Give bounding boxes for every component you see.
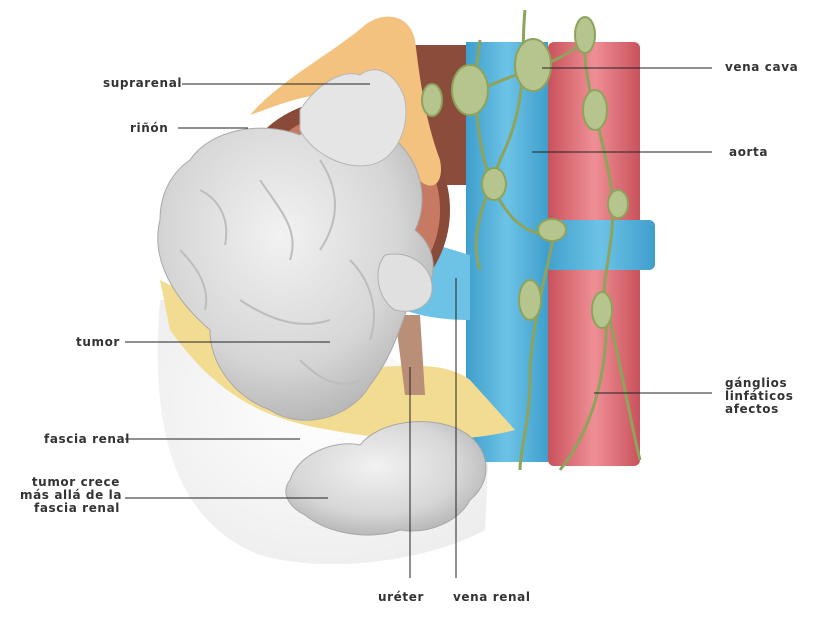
label-tumor-crece-line1: tumor crece xyxy=(31,475,120,489)
adrenal-gland xyxy=(250,16,441,186)
label-ganglios-line2: linfáticos xyxy=(725,389,794,403)
label-ganglios-line3: afectos xyxy=(725,402,779,416)
label-tumor-crece-line2: más allá de la xyxy=(20,488,123,502)
label-tumor: tumor xyxy=(76,335,120,349)
tumor-upper-spread xyxy=(299,69,407,167)
renal-vein-branch xyxy=(545,220,655,270)
ureter xyxy=(395,315,425,395)
lymph-nodes xyxy=(421,16,629,329)
label-ureter: uréter xyxy=(378,590,424,604)
label-vena-renal: vena renal xyxy=(453,590,531,604)
label-tumor-crece: tumor crece más allá de la fascia renal xyxy=(20,475,123,515)
label-vena-cava: vena cava xyxy=(725,60,799,74)
label-fascia-renal: fascia renal xyxy=(44,432,130,446)
label-ganglios-line1: gánglios xyxy=(725,376,788,390)
leader-lines xyxy=(125,67,712,578)
label-rinon: riñón xyxy=(130,121,169,135)
label-tumor-crece-line3: fascia renal xyxy=(34,501,120,515)
label-aorta: aorta xyxy=(729,145,769,159)
label-ganglios: gánglios linfáticos afectos xyxy=(725,377,793,416)
tumor-beyond-fascia xyxy=(285,421,487,536)
label-suprarenal: suprarenal xyxy=(103,76,183,90)
tumor-lobes xyxy=(179,159,375,385)
tumor-vein-extension xyxy=(377,253,433,312)
